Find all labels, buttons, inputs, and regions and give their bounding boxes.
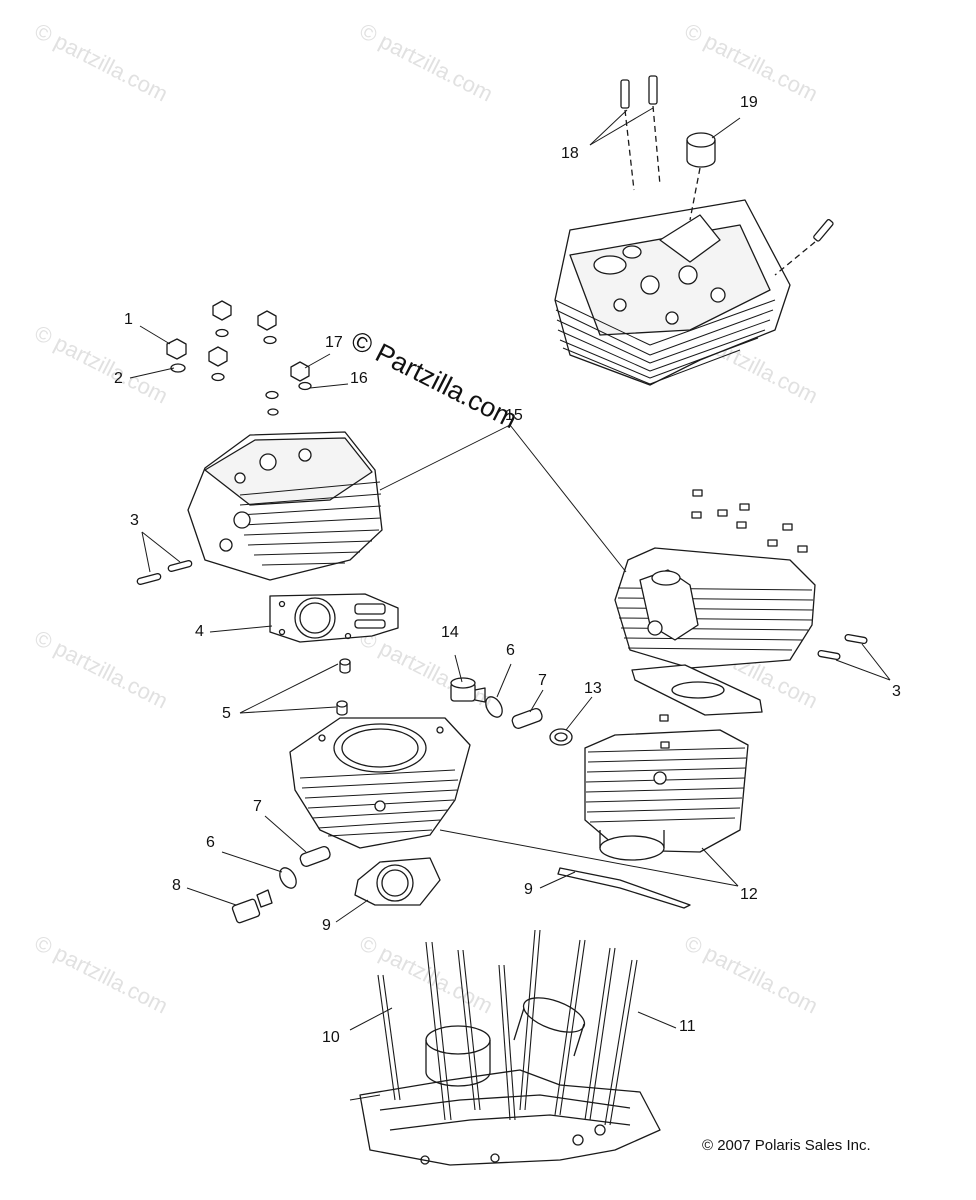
callout-18: 18 xyxy=(561,145,579,162)
callout-9: 9 xyxy=(322,917,331,934)
callout-7-lower: 7 xyxy=(253,798,262,815)
cylinder-head-rear-lower xyxy=(614,547,816,669)
stud-18 xyxy=(620,75,661,191)
base-gasket-9 xyxy=(354,857,691,909)
cylinder-rear xyxy=(584,729,749,861)
head-gasket-4 xyxy=(269,593,399,643)
nut-1 xyxy=(166,300,310,382)
dowel-pin-3 xyxy=(136,560,193,585)
pushrods xyxy=(349,929,638,1126)
bushing-19 xyxy=(686,132,716,221)
callout-5: 5 xyxy=(222,705,231,722)
callout-9-right: 9 xyxy=(524,881,533,898)
callout-15: 15 xyxy=(505,407,523,424)
washer-2 xyxy=(170,328,312,416)
callout-6: 6 xyxy=(506,642,515,659)
callout-3: 3 xyxy=(130,512,139,529)
callout-8: 8 xyxy=(172,877,181,894)
callout-4: 4 xyxy=(195,623,204,640)
callout-12: 12 xyxy=(740,886,758,903)
copyright-notice: © 2007 Polaris Sales Inc. xyxy=(702,1137,871,1154)
leader-lines xyxy=(129,107,891,1031)
valve-lifters xyxy=(659,489,808,749)
dowel-pin-3 xyxy=(817,633,868,661)
seal-13 xyxy=(549,728,573,746)
stud xyxy=(774,219,834,276)
callout-19: 19 xyxy=(740,94,758,111)
plug-8 xyxy=(231,889,273,924)
o-ring-6 xyxy=(279,696,503,889)
cylinder-front xyxy=(289,717,471,849)
callout-6-lower: 6 xyxy=(206,834,215,851)
dowel-5 xyxy=(336,658,351,716)
head-gasket-right xyxy=(631,664,763,716)
callout-1: 1 xyxy=(124,311,133,328)
callout-14: 14 xyxy=(441,624,459,641)
callout-17: 17 xyxy=(325,334,343,351)
callout-10: 10 xyxy=(322,1029,340,1046)
callout-3-right: 3 xyxy=(892,683,901,700)
callout-11: 11 xyxy=(679,1018,696,1035)
callout-2: 2 xyxy=(114,370,123,387)
plug-14 xyxy=(450,677,486,703)
callout-7: 7 xyxy=(538,672,547,689)
callout-16: 16 xyxy=(350,370,368,387)
cylinder-head-rear xyxy=(554,199,791,386)
callout-13: 13 xyxy=(584,680,602,697)
dowel-7 xyxy=(299,707,543,867)
cylinder-head-front xyxy=(187,431,383,581)
